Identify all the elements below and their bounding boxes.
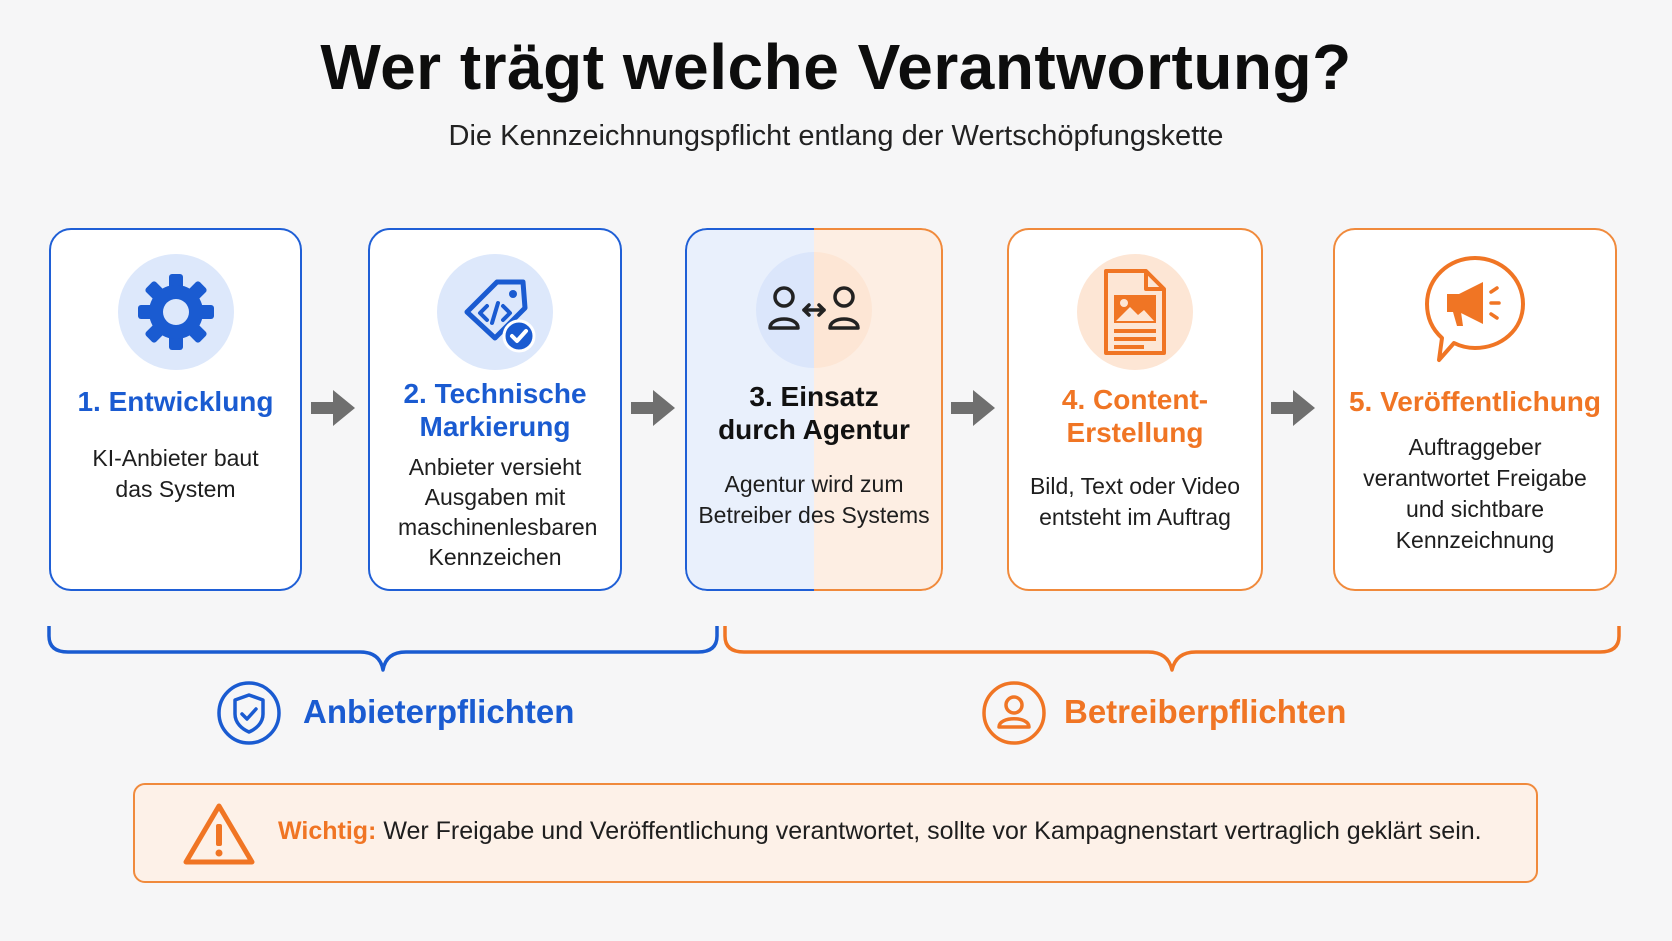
arrow-right-icon — [951, 390, 995, 426]
step-title-5: 5. Veröffentlichung — [1348, 386, 1602, 417]
warning-triangle-icon — [183, 803, 255, 865]
user-circle-icon — [982, 681, 1046, 745]
step-title-2: 2. Technische Markierung — [403, 378, 587, 442]
arrow-right-icon — [311, 390, 355, 426]
step-card-3: 3. Einsatz durch Agentur Agentur wird zu… — [685, 228, 943, 591]
notice-message: Wer Freigabe und Veröffentlichung verant… — [383, 817, 1482, 845]
step-desc-2: Anbieter versieht Ausgaben mit maschinen… — [398, 454, 598, 570]
notice-text: Wichtig: Wer Freigabe und Veröffentlichu… — [278, 817, 1482, 846]
gear-icon — [117, 254, 234, 370]
notice-box: Wichtig: Wer Freigabe und Veröffentlichu… — [133, 783, 1538, 883]
code-tag-check-icon — [437, 254, 553, 370]
arrow-right-icon — [1271, 390, 1315, 426]
shield-check-icon — [217, 681, 281, 745]
step-desc-1: KI-Anbieter baut das System — [92, 445, 259, 502]
step-title-1: 1. Entwicklung — [77, 386, 274, 417]
step-desc-3: Agentur wird zum Betreiber des Systems — [698, 471, 930, 528]
step-card-5: 5. Veröffentlichung Auftraggeber verantw… — [1333, 228, 1617, 591]
megaphone-icon — [1417, 254, 1533, 370]
page-subtitle: Die Kennzeichnungspflicht entlang der We… — [448, 120, 1224, 152]
document-image-icon — [1077, 254, 1193, 370]
step-title-4: 4. Content-Erstellung — [1061, 384, 1209, 448]
provider-brace — [47, 626, 719, 672]
operator-duties-label: Betreiberpflichten — [1064, 693, 1347, 730]
provider-duties-label: Anbieterpflichten — [303, 693, 575, 730]
step-card-4: 4. Content-Erstellung Bild, Text oder Vi… — [1007, 228, 1263, 591]
users-exchange-icon — [756, 252, 872, 368]
step-card-2: 2. Technische Markierung Anbieter versie… — [368, 228, 622, 591]
step-desc-4: Bild, Text oder Video entsteht im Auftra… — [1029, 473, 1241, 530]
notice-label: Wichtig: — [278, 817, 377, 845]
step-desc-5: Auftraggeber verantwortet Freigabe und s… — [1363, 434, 1587, 553]
step-title-3: 3. Einsatz durch Agentur — [718, 381, 910, 445]
page-title: Wer trägt welche Verantwortung? — [320, 31, 1352, 103]
operator-brace — [723, 626, 1621, 672]
step-card-1: 1. Entwicklung KI-Anbieter baut das Syst… — [49, 228, 302, 591]
arrow-right-icon — [631, 390, 675, 426]
